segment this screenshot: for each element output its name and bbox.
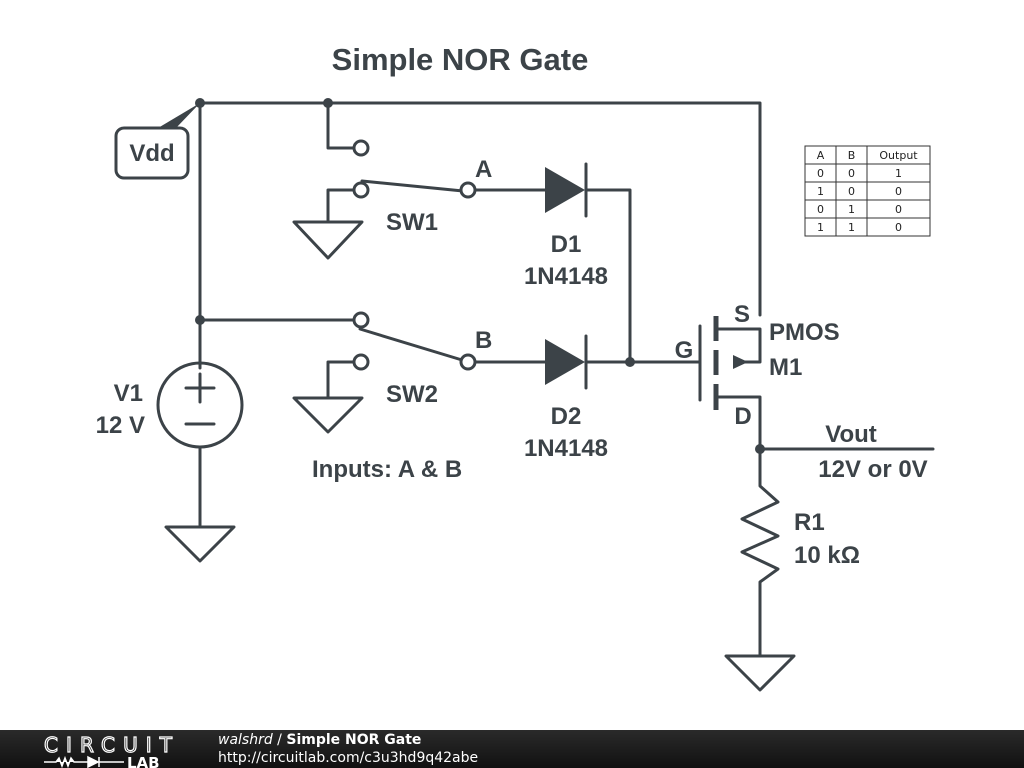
truth-table-cell: 1 [817, 185, 824, 198]
truth-table-cell: 1 [848, 221, 855, 234]
v1-name: V1 [114, 380, 143, 407]
d1-part: 1N4148 [524, 263, 608, 290]
truth-table-cell: 0 [817, 203, 824, 216]
vout-net: Vout 12V or 0V [755, 421, 935, 483]
author-link[interactable]: walshrd [218, 732, 273, 748]
circuit-url[interactable]: http://circuitlab.com/c3u3hd9q42abe [218, 750, 479, 766]
node-a-label: A [475, 156, 492, 183]
truth-table-header: A [817, 149, 825, 162]
drain-label: D [734, 403, 751, 430]
vdd-label: Vdd [114, 103, 200, 180]
vout-value: 12V or 0V [818, 456, 927, 483]
truth-table-header: B [848, 149, 856, 162]
ground-icon [292, 396, 364, 434]
footer-title: Simple NOR Gate [286, 732, 422, 748]
v1-value: 12 V [96, 412, 145, 439]
footer-bar: CIRCUIT LAB walshrd / Simple NOR Gate ht… [0, 730, 1024, 768]
ground-icon [164, 525, 236, 563]
separator: / [272, 732, 287, 748]
d1-name: D1 [551, 231, 582, 258]
truth-table-cell: 0 [895, 221, 902, 234]
schematic-title: Simple NOR Gate [332, 42, 589, 77]
switch-sw1[interactable]: SW1 A [292, 101, 547, 260]
resistor-diode-icon [44, 755, 124, 768]
truth-table-cell: 1 [817, 221, 824, 234]
vout-label: Vout [825, 421, 877, 448]
logo-bottom-text: LAB [127, 754, 160, 768]
truth-table-cell: 1 [895, 167, 902, 180]
truth-table-cell: 0 [817, 167, 824, 180]
r1-value: 10 kΩ [794, 542, 860, 569]
truth-table-cell: 0 [848, 185, 855, 198]
r1-name: R1 [794, 509, 825, 536]
sw1-name: SW1 [386, 209, 438, 236]
truth-table-cell: 0 [895, 185, 902, 198]
resistor-r1: R1 10 kΩ [724, 447, 860, 692]
footer-info: walshrd / Simple NOR Gate http://circuit… [218, 731, 478, 767]
schematic-canvas: Simple NOR Gate Vdd SW1 A D1 1N4148 [96, 42, 935, 692]
junction-dot [625, 357, 635, 367]
d2-part: 1N4148 [524, 435, 608, 462]
pmos-m1: G S D PMOS M1 [675, 301, 840, 452]
source-label: S [734, 301, 750, 328]
truth-table-cell: 0 [848, 167, 855, 180]
ground-icon [724, 654, 796, 692]
ground-icon [292, 220, 364, 260]
diode-d2: D2 1N4148 [524, 334, 702, 462]
truth-table: A B Output 0 0 1 1 0 0 0 1 0 1 1 0 [804, 145, 931, 237]
sw2-name: SW2 [386, 381, 438, 408]
switch-sw2[interactable]: SW2 B [198, 311, 547, 434]
diode-d1: D1 1N4148 [524, 162, 632, 364]
truth-table-header: Output [879, 149, 918, 162]
circuitlab-logo[interactable]: CIRCUIT LAB [42, 732, 177, 768]
voltage-source-v1: V1 12 V [96, 361, 244, 563]
m1-type: PMOS [769, 319, 840, 346]
gate-label: G [675, 337, 694, 364]
vdd-text: Vdd [129, 140, 174, 167]
truth-table-cell: 1 [848, 203, 855, 216]
d2-name: D2 [551, 403, 582, 430]
node-b-label: B [475, 327, 492, 354]
m1-name: M1 [769, 354, 802, 381]
inputs-note: Inputs: A & B [312, 456, 462, 483]
truth-table-cell: 0 [895, 203, 902, 216]
